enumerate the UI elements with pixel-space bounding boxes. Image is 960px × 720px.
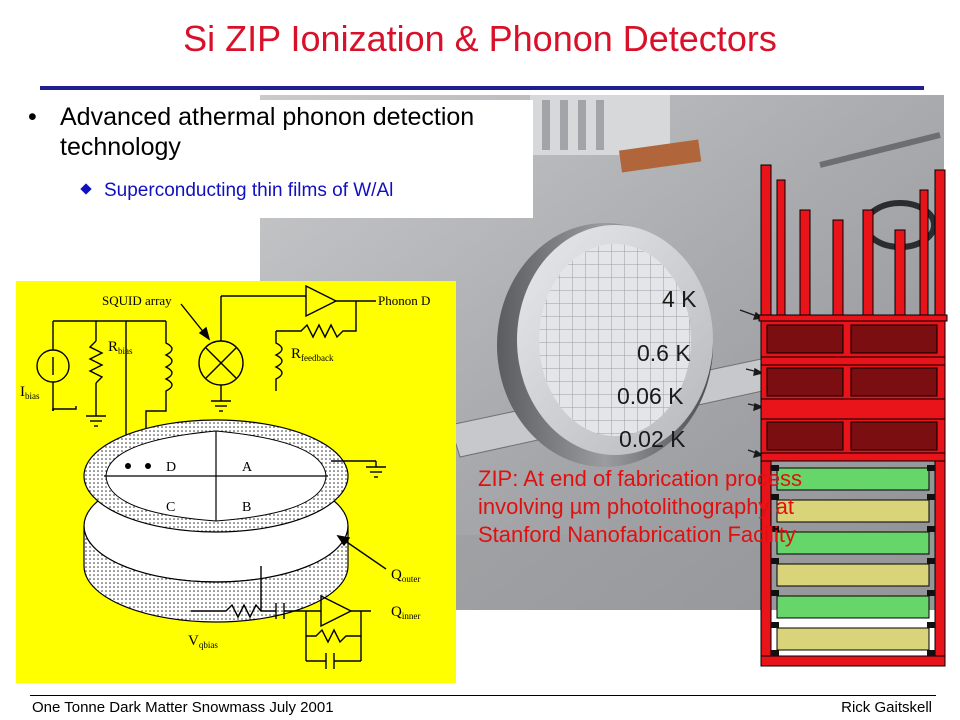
svg-text:Qouter: Qouter (391, 567, 420, 584)
detector-tower-diagram (755, 160, 950, 670)
quadrant-b-label: B (242, 500, 251, 515)
q-inner-label: Q (391, 604, 402, 620)
v-qbias-subscript: qbias (199, 640, 218, 650)
diamond-bullet-icon (80, 183, 92, 195)
temp-label-0-02k: 0.02 K (619, 426, 686, 452)
quadrant-a-label: A (242, 460, 253, 475)
squid-array-label: SQUID array (102, 293, 172, 308)
svg-text:Vqbias: Vqbias (188, 633, 218, 650)
footer-event: One Tonne Dark Matter Snowmass July 2001 (32, 699, 334, 716)
i-bias-subscript: bias (25, 391, 40, 401)
temp-label-0-06k: 0.06 K (617, 383, 684, 409)
r-bias-label: R (108, 339, 118, 355)
r-feedback-label: R (291, 346, 301, 362)
temp-label-4k: 4 K (662, 286, 697, 312)
q-outer-subscript: outer (402, 574, 421, 584)
phonon-d-label: Phonon D (378, 293, 430, 308)
temp-label-0-6k: 0.6 K (637, 340, 691, 366)
footer-author: Rick Gaitskell (841, 699, 932, 716)
r-feedback-subscript: feedback (301, 353, 334, 363)
title-underline (40, 86, 924, 90)
quadrant-d-label: D (166, 460, 176, 475)
stage-pointer-arrows (739, 309, 764, 458)
sub-bullet-text: Superconducting thin films of W/Al (104, 180, 394, 201)
svg-text:Rbias: Rbias (108, 339, 133, 356)
v-qbias-label: V (188, 633, 199, 649)
svg-text:Phonon D: Phonon D (378, 293, 430, 308)
q-outer-label: Q (391, 567, 402, 583)
quadrant-c-label: C (166, 500, 175, 515)
svg-text:Rfeedback: Rfeedback (291, 346, 334, 363)
slide-title: Si ZIP Ionization & Phonon Detectors (183, 18, 777, 59)
q-inner-subscript: inner (402, 611, 421, 621)
sub-bullet-item: Superconducting thin films of W/Al (80, 180, 394, 202)
circuit-schematic: SQUID array Phonon D Rbias Rfeedback Ibi… (16, 281, 456, 683)
footer-divider (30, 695, 936, 696)
i-bias-label: I (20, 384, 25, 400)
r-bias-subscript: bias (118, 346, 133, 356)
bullet-list: • Advanced athermal phonon detection tec… (18, 100, 533, 218)
bullet-dot: • (28, 103, 37, 131)
svg-text:SQUID array: SQUID array (102, 293, 172, 308)
svg-text:Qinner: Qinner (391, 604, 420, 621)
svg-text:Ibias: Ibias (20, 384, 40, 401)
bullet-text: Advanced athermal phonon detection techn… (60, 103, 475, 161)
zip-caption: ZIP: At end of fabrication process invol… (478, 466, 803, 547)
